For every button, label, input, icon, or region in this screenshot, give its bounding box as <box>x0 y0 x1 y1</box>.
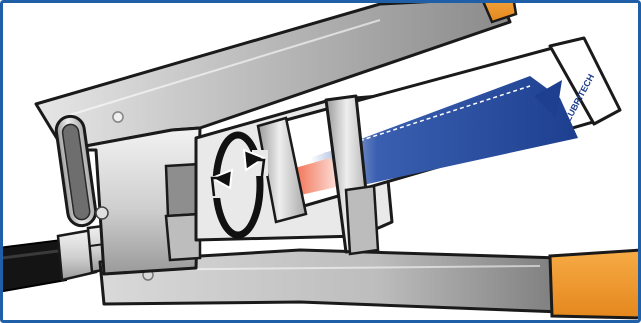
rivet <box>95 206 109 220</box>
gun-head <box>62 111 202 276</box>
lower-handle <box>98 248 638 320</box>
lower-handle-grip <box>548 248 638 320</box>
cartridge-clamp <box>324 94 380 256</box>
rivet <box>112 111 124 123</box>
upper-lever-grip <box>478 3 518 24</box>
lever-link <box>54 114 109 228</box>
lubritech-logo <box>534 80 562 118</box>
rotate-arrows-icon <box>208 131 268 239</box>
